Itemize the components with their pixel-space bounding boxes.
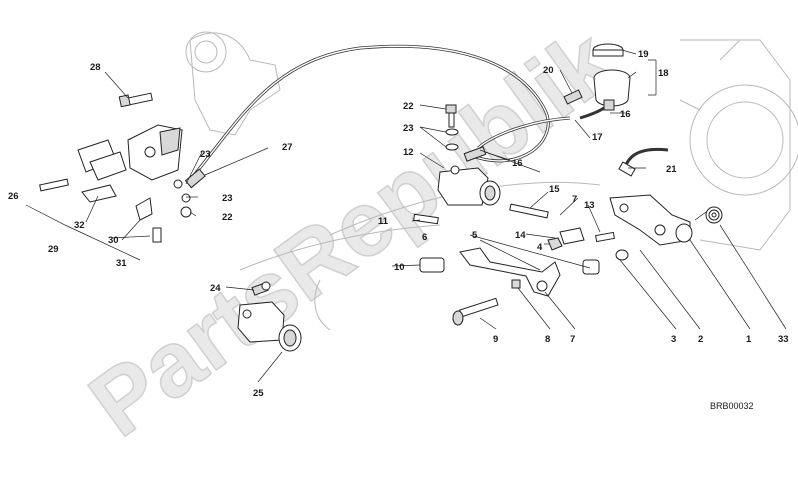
- bracket-lines: [25, 59, 657, 261]
- callout-33: 33: [778, 334, 789, 345]
- fluid-reservoir: [592, 43, 631, 111]
- callout-22a: 22: [403, 101, 414, 112]
- callout-2: 2: [698, 334, 703, 345]
- rear-caliper: [127, 124, 183, 181]
- callout-30: 30: [108, 235, 119, 246]
- caliper-banjo: [173, 168, 206, 218]
- callout-10: 10: [394, 262, 405, 273]
- nut-8: [511, 279, 521, 289]
- stop-light-switch-21: [618, 147, 669, 177]
- footrest-bracket: [609, 194, 693, 246]
- callout-19: 19: [638, 49, 649, 60]
- callout-7a: 7: [572, 194, 577, 205]
- callout-29: 29: [48, 244, 59, 255]
- callout-22b: 22: [222, 212, 233, 223]
- callout-26: 26: [8, 191, 19, 202]
- callout-24: 24: [210, 283, 221, 294]
- callout-17: 17: [592, 132, 603, 143]
- return-spring-33: [694, 206, 723, 224]
- callout-6: 6: [422, 232, 427, 243]
- brake-pads: [77, 139, 127, 181]
- callout-27: 27: [282, 142, 293, 153]
- lower-master-cylinder: [237, 301, 302, 352]
- callout-21: 21: [666, 164, 677, 175]
- callout-18: 18: [658, 68, 669, 79]
- callout-23a: 23: [403, 123, 414, 134]
- leader-lines: [85, 49, 787, 383]
- callout-5: 5: [472, 230, 478, 241]
- clamp-20: [563, 89, 583, 105]
- callout-9: 9: [493, 334, 498, 345]
- callout-4: 4: [537, 242, 543, 253]
- bleed-valve: [135, 197, 162, 243]
- nut-4: [547, 237, 563, 251]
- caliper-bolt: [118, 92, 153, 108]
- callout-12: 12: [403, 147, 414, 158]
- pivot-bolt-9: [452, 297, 499, 326]
- callout-20: 20: [543, 65, 554, 76]
- callout-32: 32: [74, 220, 85, 231]
- pushrod-15: [509, 203, 549, 219]
- callout-7b: 7: [570, 334, 575, 345]
- clevis-14: [559, 227, 585, 245]
- callout-15: 15: [549, 184, 560, 195]
- washer-2: [615, 249, 629, 261]
- pad-spring: [81, 184, 117, 203]
- callout-1: 1: [746, 334, 752, 345]
- callout-3: 3: [671, 334, 676, 345]
- callout-14: 14: [515, 230, 526, 241]
- callout-28: 28: [90, 62, 101, 73]
- master-cylinder: [437, 165, 501, 206]
- callout-11: 11: [378, 216, 389, 227]
- callout-16a: 16: [620, 109, 631, 120]
- callout-13: 13: [584, 200, 595, 211]
- pedal-pad-10: [419, 257, 445, 273]
- callout-23c: 23: [222, 193, 233, 204]
- drawing-code: BRB00032: [710, 401, 754, 411]
- bolt-13: [595, 231, 615, 243]
- callout-8: 8: [545, 334, 550, 345]
- bushing-3: [582, 259, 600, 275]
- pad-pin: [39, 178, 69, 192]
- screw-11: [413, 213, 439, 225]
- callout-23b: 23: [200, 149, 211, 160]
- brake-pedal-5: [459, 247, 561, 297]
- brake-hose: [188, 44, 571, 181]
- callout-25: 25: [253, 388, 264, 399]
- reservoir-hose-17: [579, 106, 605, 120]
- callout-16b: 16: [512, 158, 523, 169]
- union-24: [251, 281, 271, 296]
- callout-labels: 1 2 3 4 5 6 7 7 8 9 10 11 12 13 14 15 16…: [8, 49, 789, 399]
- callout-31: 31: [116, 258, 127, 269]
